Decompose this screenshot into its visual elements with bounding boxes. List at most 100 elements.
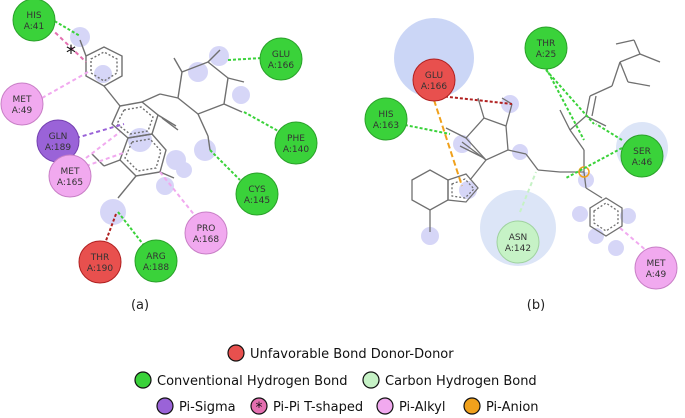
residue-bubble	[524, 26, 568, 70]
hbond-thr25-a	[545, 67, 585, 141]
residue-number: A:140	[283, 145, 309, 155]
panel-b-interactions	[399, 67, 649, 253]
hbond-phe140	[243, 111, 281, 133]
legend-item-unfavorable: Unfavorable Bond Donor-Donor	[227, 344, 454, 362]
hbond-glu166	[227, 57, 263, 61]
panel-a-residue-pro168: PRO A:168	[184, 211, 228, 255]
panel-a-residue-cys145: CYS A:145	[235, 172, 279, 216]
legend-label: Carbon Hydrogen Bond	[385, 374, 537, 389]
panel-a-atom-halos	[70, 27, 250, 225]
hbond-thr25-b	[545, 69, 595, 125]
residue-number: A:190	[87, 264, 113, 274]
residue-name: GLU	[425, 71, 443, 81]
residue-bubble	[78, 240, 122, 284]
residue-name: MET	[647, 259, 666, 269]
residue-bubble	[496, 220, 540, 264]
residue-bubble	[134, 239, 178, 283]
legend-label: Pi-Pi T-shaped	[273, 400, 363, 415]
residue-number: A:168	[193, 235, 219, 245]
panel-a-label: (a)	[131, 298, 149, 313]
panel-b-label: (b)	[527, 298, 545, 313]
residue-name: CYS	[248, 185, 266, 195]
residue-name: GLN	[49, 132, 68, 142]
residue-number: A:145	[244, 196, 270, 206]
hbond-cys145	[209, 149, 241, 181]
panel-b-residue-his163: HIS A:163	[364, 97, 408, 141]
phosphate-atom	[578, 166, 590, 178]
residue-number: A:188	[143, 263, 169, 273]
pisigma-gln189	[75, 123, 125, 139]
residue-bubble	[259, 37, 303, 81]
residue-bubble	[364, 97, 408, 141]
legend-swatch	[156, 397, 174, 415]
panel-a-ligand-skeleton	[79, 39, 245, 199]
residue-name: PRO	[197, 224, 216, 234]
residue-number: A:166	[268, 61, 294, 71]
pialkyl-met49	[619, 227, 649, 253]
residue-bubble	[48, 154, 92, 198]
residue-name: ARG	[146, 252, 165, 262]
pi-pi-marker-icon: *	[66, 41, 76, 65]
residue-bubble	[634, 246, 678, 290]
residue-number: A:189	[45, 143, 71, 153]
residue-name: THR	[536, 39, 556, 49]
residue-name: MET	[61, 167, 80, 177]
residue-number: A:166	[421, 82, 447, 92]
legend-label: Conventional Hydrogen Bond	[157, 374, 348, 389]
residue-bubble	[274, 121, 318, 165]
residue-number: A:46	[632, 158, 653, 168]
legend-swatch	[376, 397, 394, 415]
legend-label: Unfavorable Bond Donor-Donor	[250, 347, 454, 362]
panel-a-residue-phe140: PHE A:140	[274, 121, 318, 165]
legend-label: Pi-Sigma	[179, 400, 236, 415]
unfav-thr190	[103, 213, 117, 247]
legend-item-conventional-hbond: Conventional Hydrogen Bond	[134, 371, 348, 389]
panel-a-residue-glu166: GLU A:166	[259, 37, 303, 81]
residue-bubble	[620, 134, 664, 178]
residue-name: GLU	[272, 50, 290, 60]
legend-label: Pi-Anion	[486, 400, 539, 415]
panel-a: * HIS A:41 MET A:49 GLN A:189 MET A:165 …	[0, 0, 318, 313]
legend-item-carbon-hbond: Carbon Hydrogen Bond	[362, 371, 537, 389]
panel-b: GLU A:166 THR A:25 HIS A:163 SER A:46 AS…	[364, 18, 678, 313]
legend-item-pi-anion: Pi-Anion	[463, 397, 539, 415]
residue-number: A:165	[57, 178, 83, 188]
panel-a-residue-arg188: ARG A:188	[134, 239, 178, 283]
residue-bubble	[235, 172, 279, 216]
residue-number: A:41	[24, 22, 44, 32]
residue-number: A:25	[536, 50, 556, 60]
residue-number: A:49	[12, 106, 33, 116]
pialkyl-pro168	[159, 171, 201, 223]
pialkyl-met165-a	[85, 131, 121, 159]
residue-number: A:163	[373, 121, 399, 131]
panel-b-residue-asn142: ASN A:142	[496, 220, 540, 264]
legend-label: Pi-Alkyl	[399, 400, 445, 415]
residue-name: ASN	[509, 233, 528, 243]
residue-name: SER	[633, 147, 651, 157]
residue-name: THR	[90, 253, 110, 263]
legend-item-pi-pi-tshaped: * Pi-Pi T-shaped	[250, 397, 363, 416]
residue-number: A:49	[646, 270, 667, 280]
panel-a-residue-gln189: GLN A:189	[36, 119, 80, 163]
pialkyl-met165-b	[85, 151, 127, 167]
residue-name: HIS	[26, 11, 41, 21]
residue-name: MET	[13, 95, 32, 105]
panel-a-residue-thr190: THR A:190	[78, 240, 122, 284]
hbond-arg188	[117, 211, 147, 249]
residue-bubble	[12, 0, 56, 42]
legend-swatch	[463, 397, 481, 415]
panel-b-residue-met49: MET A:49	[634, 246, 678, 290]
hbond-ser46-a	[565, 147, 623, 179]
panel-a-residue-his41: HIS A:41	[12, 0, 56, 42]
hbond-his163	[399, 123, 451, 135]
asterisk-icon: *	[256, 400, 263, 416]
panel-a-residue-met165: MET A:165	[48, 154, 92, 198]
legend-item-pi-sigma: Pi-Sigma	[156, 397, 236, 415]
legend-swatch	[134, 371, 152, 389]
legend-swatch	[227, 344, 245, 362]
residue-bubble	[184, 211, 228, 255]
unfav-glu166	[439, 95, 513, 105]
legend-swatch	[250, 397, 268, 415]
